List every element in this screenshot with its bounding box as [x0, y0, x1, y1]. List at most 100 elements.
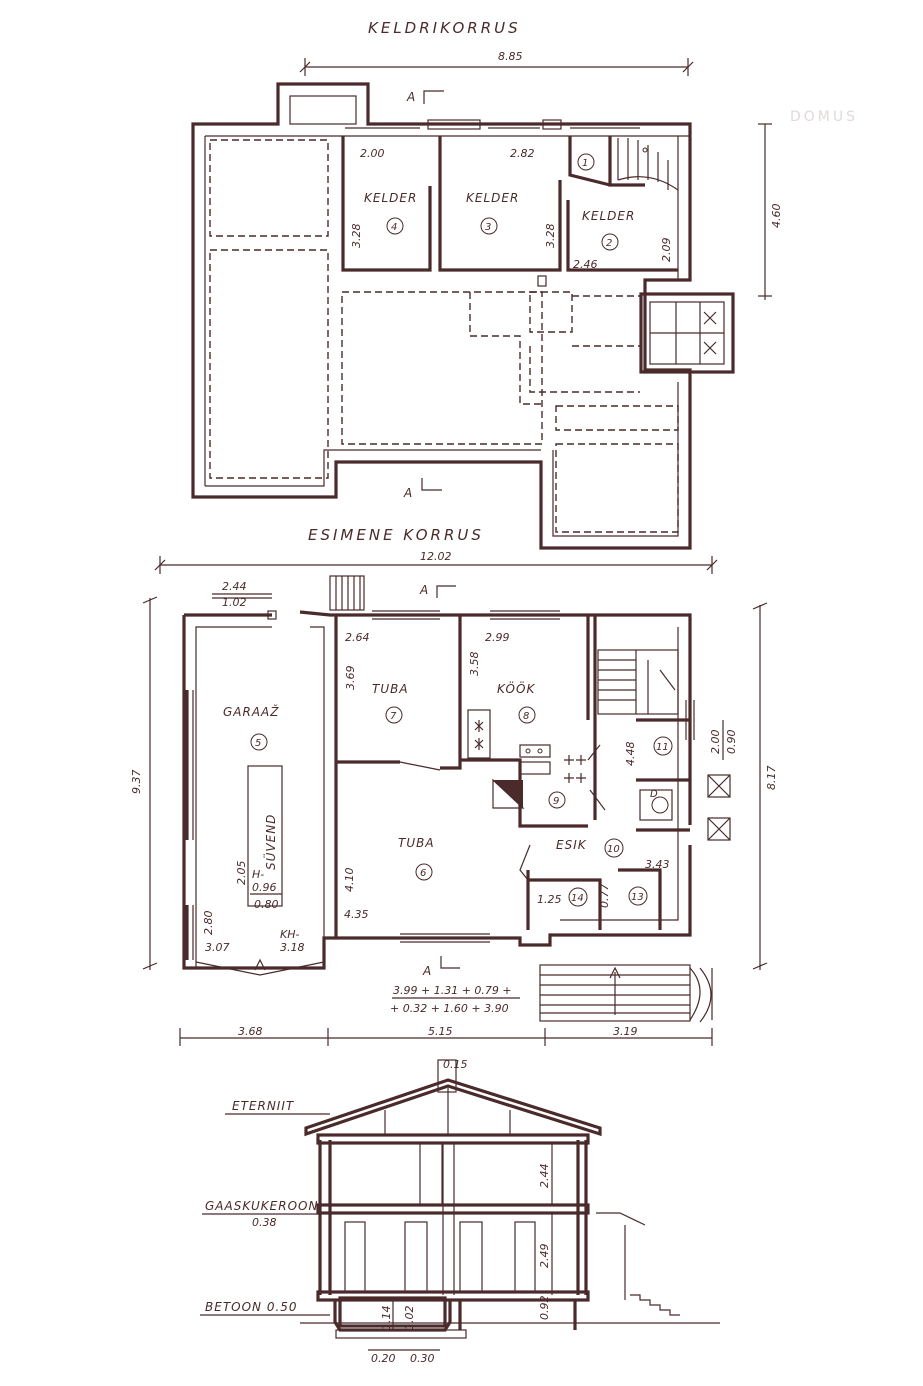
pit-h-value: 0.96 [252, 881, 277, 894]
ground-width-value: 12.02 [420, 550, 452, 563]
pit-h-label: H- [252, 868, 264, 881]
tuba7-top-dim: 2.64 [345, 631, 370, 644]
roof-label: ETERNIIT [232, 1099, 295, 1113]
ground-left-dimension: 9.37 [130, 596, 158, 970]
window-sum-line2: + 0.32 + 1.60 + 3.90 [390, 1002, 509, 1015]
basement-storage-rooms [341, 136, 678, 287]
garage-inspection-pit: SÜVEND [247, 765, 283, 907]
footing-dim-1: 0.20 [371, 1352, 396, 1365]
garage-bottom-dim: 3.07 [205, 941, 230, 954]
wc-height-dim: 4.48 [624, 742, 637, 767]
kh-value: 3.18 [280, 941, 305, 954]
block-value: 0.38 [252, 1216, 277, 1229]
ground-right-dimension: 8.17 [752, 602, 778, 970]
ground-windows [372, 610, 695, 943]
tuba7-side-dim: 3.69 [344, 666, 357, 691]
ground-bottom-dimensions: 3.68 5.15 3.19 [179, 1025, 713, 1046]
section-mark-top-ground: A [419, 583, 456, 598]
tuba6-side-dim: 4.10 [343, 868, 356, 893]
basement-window-well [639, 292, 735, 374]
room-11-number: 11 [656, 742, 669, 753]
room-7-name: TUBA [372, 682, 409, 696]
svg-text:A: A [406, 90, 416, 104]
svg-text:D: D [650, 789, 658, 800]
pit-width-dim: 0.80 [254, 898, 279, 911]
height-dim-249: 2.49 [538, 1244, 551, 1269]
room-5-name: GARAAŽ [223, 704, 279, 719]
height-dim-244: 2.44 [538, 1164, 551, 1189]
section-porch [596, 1212, 680, 1316]
tuba6-bottom-dim: 4.35 [344, 908, 369, 921]
basement-foundation-outlines [209, 139, 679, 533]
pit-label: SÜVEND [262, 814, 278, 870]
room-4-top-dim: 2.00 [360, 147, 385, 160]
svg-text:A: A [422, 964, 432, 978]
room-3-top-dim: 2.82 [510, 147, 535, 160]
room-3-side-dim: 3.28 [544, 224, 557, 249]
room-4-number: 4 [391, 222, 397, 233]
footing-dim-2: 0.30 [410, 1352, 435, 1365]
room-2-bottom-dim: 2.46 [573, 258, 598, 271]
watermark-text: DOMUS [790, 109, 858, 125]
dim-077: 0.77 [598, 884, 611, 909]
svg-text:1.02: 1.02 [222, 596, 247, 609]
kook-top-dim: 2.99 [485, 631, 510, 644]
ground-floor-stairs [597, 649, 679, 715]
basement-stairs [617, 138, 679, 191]
basement-windows [345, 119, 640, 130]
toilet-fixture: D [639, 789, 673, 821]
room-8-number: 8 [523, 711, 529, 722]
room-3-name: KELDER [466, 191, 519, 205]
room-10-number: 10 [607, 844, 620, 855]
room-9-number: 9 [553, 796, 559, 807]
svg-text:A: A [403, 486, 413, 500]
height-dim-092: 0.92 [538, 1296, 551, 1321]
room-4-name: KELDER [364, 191, 417, 205]
section-mark-bottom-basement: A [403, 478, 442, 500]
room-6-name: TUBA [398, 836, 435, 850]
room-8-name: KÖÖK [497, 680, 535, 696]
window-dim-200: 2.00 [709, 730, 722, 755]
block-label: GAASKUKEROON [205, 1199, 318, 1213]
ground-title: ESIMENE KORRUS [308, 526, 484, 544]
dim-343: 3.43 [645, 858, 670, 871]
room-7-number: 7 [390, 711, 397, 722]
room-5-number: 5 [255, 738, 261, 749]
room-2-side-dim: 2.09 [660, 238, 673, 263]
basement-width-value: 8.85 [498, 50, 523, 63]
window-dim-090: 0.90 [725, 730, 738, 755]
room-13-number: 13 [631, 892, 644, 903]
basement-right-dimension: 4.60 [758, 123, 783, 300]
garage-windows [185, 690, 194, 960]
svg-text:8.17: 8.17 [765, 766, 778, 791]
garage-side-dim: 2.80 [202, 911, 215, 936]
room-2-number: 2 [606, 238, 612, 249]
kitchen-fixtures [467, 709, 586, 783]
room-4-side-dim: 3.28 [350, 224, 363, 249]
pit-length-dim: 2.05 [235, 861, 248, 886]
room-3-number: 3 [485, 222, 491, 233]
height-dim-114: 1.14 [380, 1306, 393, 1331]
section-basement [300, 1296, 720, 1339]
ground-interior-walls [336, 615, 690, 930]
room-6-number: 6 [420, 868, 426, 879]
basement-width-dimension: 8.85 [299, 50, 694, 76]
room-1-number: 1 [582, 158, 588, 169]
section-mark-bottom-ground: A [422, 956, 460, 978]
svg-text:A: A [419, 583, 429, 597]
basement-title: KELDRIKORRUS [368, 19, 521, 37]
room-10-name: ESIK [556, 838, 587, 852]
rear-entrance-steps [329, 575, 365, 611]
svg-text:2.44: 2.44 [222, 580, 247, 593]
svg-text:5.15: 5.15 [428, 1025, 453, 1038]
ventilation-boxes [707, 774, 731, 841]
kook-side-dim: 3.58 [468, 652, 481, 677]
kh-label: KH- [280, 928, 299, 941]
window-sum-line1: 3.99 + 1.31 + 0.79 + [393, 984, 512, 997]
section-walls [316, 1133, 590, 1302]
chimney-dim: 0.15 [443, 1058, 468, 1071]
section-roof [304, 1059, 602, 1137]
room-14-number: 14 [571, 893, 584, 904]
garage-door [195, 958, 325, 976]
